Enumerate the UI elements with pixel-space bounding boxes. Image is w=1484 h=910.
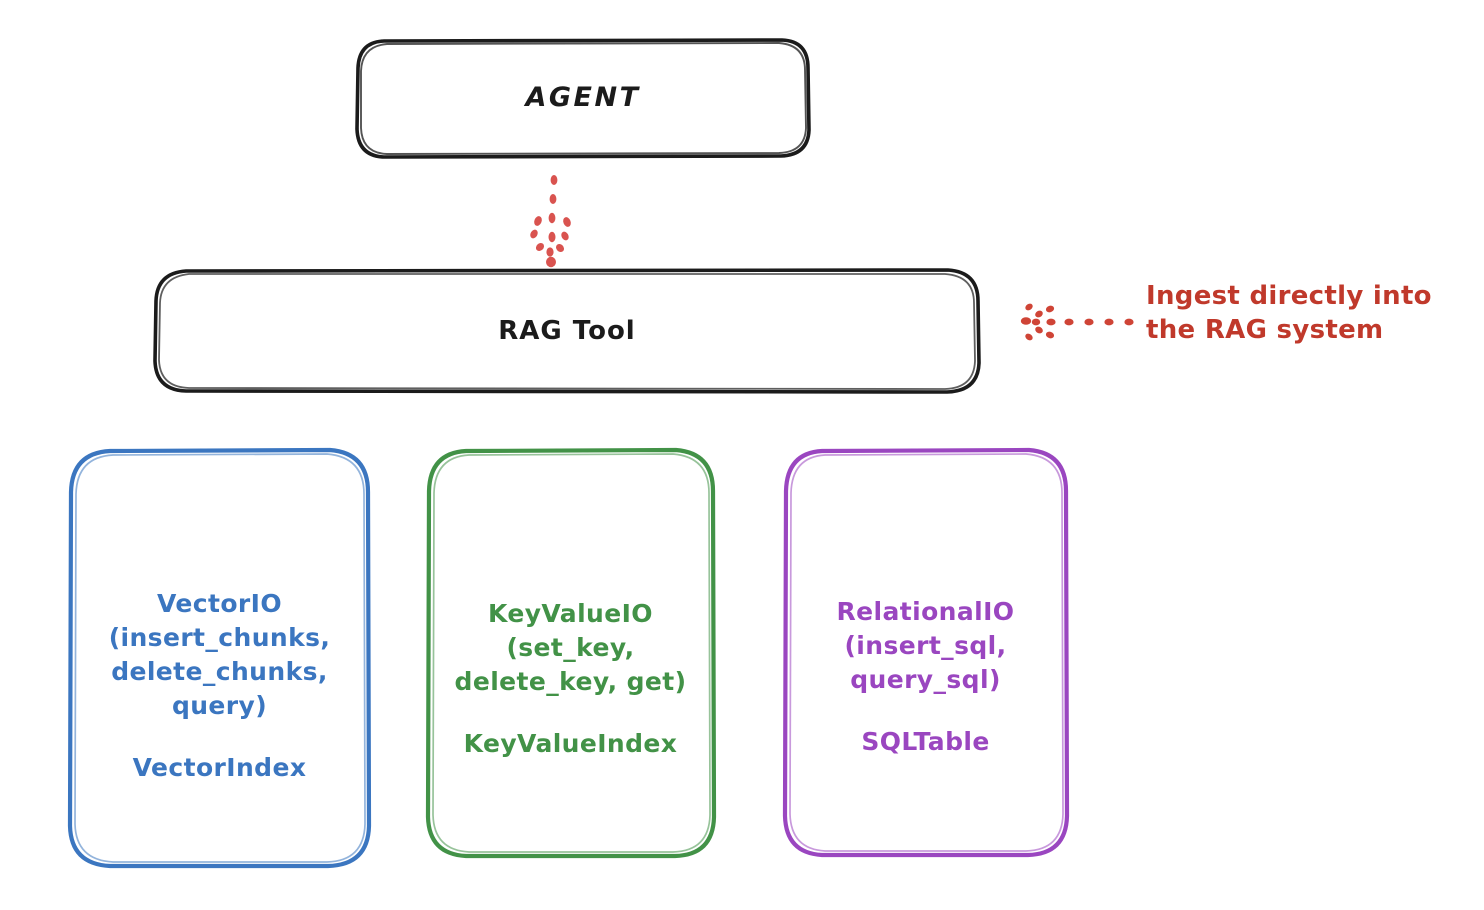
agent-to-ragtool-connector — [530, 175, 571, 268]
node-key-value-io[interactable]: KeyValueIO (set_key, delete_key, get) Ke… — [428, 450, 713, 857]
relational-io-box-shape — [782, 447, 1070, 858]
vector-io-content: VectorIO (insert_chunks, delete_chunks, … — [109, 587, 331, 782]
vector-io-box-shape — [67, 447, 372, 869]
relational-io-label: RelationalIO (insert_sql, query_sql) — [836, 596, 1015, 694]
vector-io-label: VectorIO (insert_chunks, delete_chunks, … — [108, 589, 331, 720]
key-value-io-label: KeyValueIO (set_key, delete_key, get) — [454, 599, 687, 696]
node-vector-io[interactable]: VectorIO (insert_chunks, delete_chunks, … — [70, 450, 369, 867]
annotation-label: Ingest directly into the RAG system — [1146, 281, 1432, 345]
relational-io-sub-label: SQLTable — [861, 726, 990, 756]
key-value-io-content: KeyValueIO (set_key, delete_key, get) Ke… — [455, 597, 687, 758]
relational-io-content: RelationalIO (insert_sql, query_sql) SQL… — [837, 595, 1015, 756]
node-agent[interactable]: AGENT — [357, 39, 809, 157]
agent-box-shape — [355, 38, 811, 159]
node-rag-tool[interactable]: RAG Tool — [155, 270, 979, 392]
annotation-to-ragtool-connector — [1020, 303, 1134, 341]
agent-label: AGENT — [525, 82, 641, 114]
vector-io-sub-label: VectorIndex — [132, 753, 307, 782]
key-value-io-sub-label: KeyValueIndex — [463, 729, 678, 758]
key-value-io-box-shape — [425, 447, 717, 859]
rag-tool-label: RAG Tool — [498, 315, 636, 346]
rag-tool-box-shape — [153, 268, 981, 394]
node-relational-io[interactable]: RelationalIO (insert_sql, query_sql) SQL… — [785, 450, 1066, 856]
